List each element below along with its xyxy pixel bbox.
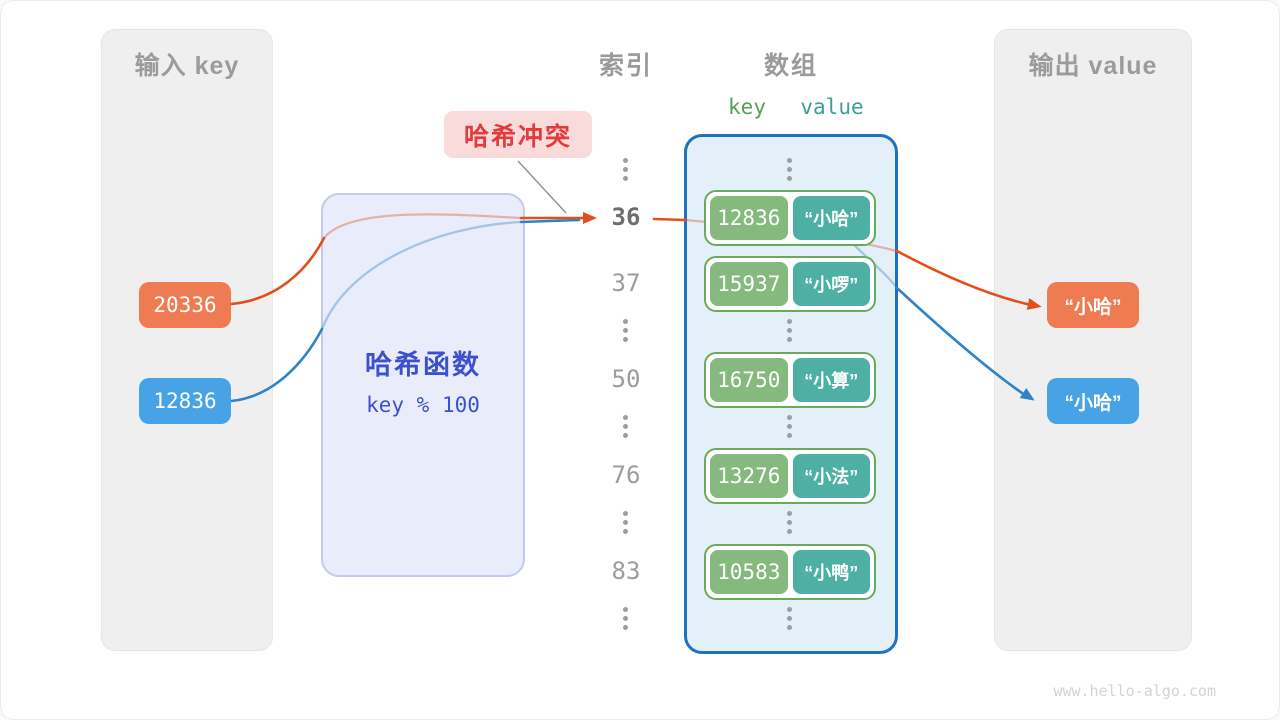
pair-value: “小啰” bbox=[792, 262, 870, 306]
output-panel: 输出 value bbox=[994, 29, 1192, 651]
collision-pointer-line bbox=[517, 160, 567, 214]
index-36: 36 bbox=[611, 203, 641, 231]
array-ellipsis-1 bbox=[787, 319, 792, 342]
index-37: 37 bbox=[611, 269, 641, 297]
index-ellipsis-top bbox=[623, 158, 628, 181]
array-ellipsis-bottom bbox=[787, 607, 792, 630]
array-ellipsis-3 bbox=[787, 511, 792, 534]
array-column-header: 数组 bbox=[763, 52, 818, 80]
index-50: 50 bbox=[611, 365, 641, 393]
input-key-12836: 12836 bbox=[139, 378, 231, 424]
index-ellipsis-bottom bbox=[623, 607, 628, 630]
pair-key: 12836 bbox=[710, 196, 788, 240]
key-header: key bbox=[728, 95, 766, 119]
pair-key: 15937 bbox=[710, 262, 788, 306]
input-panel: 输入 key bbox=[101, 29, 273, 651]
index-83: 83 bbox=[611, 557, 641, 585]
hash-function-box: 哈希函数 key % 100 bbox=[321, 193, 525, 577]
value-header: value bbox=[800, 95, 864, 119]
hash-function-formula: key % 100 bbox=[366, 393, 480, 417]
pair-key: 10583 bbox=[710, 550, 788, 594]
hash-function-name: 哈希函数 bbox=[365, 350, 481, 380]
pair-key: 16750 bbox=[710, 358, 788, 402]
index-ellipsis-2 bbox=[623, 415, 628, 438]
hash-collision-label: 哈希冲突 bbox=[444, 111, 592, 158]
pair-value: “小鸭” bbox=[792, 550, 870, 594]
array-ellipsis-2 bbox=[787, 415, 792, 438]
pair-key: 13276 bbox=[710, 454, 788, 498]
index-ellipsis-3 bbox=[623, 511, 628, 534]
pair-value: “小算” bbox=[792, 358, 870, 402]
array-pair-row: 12836 “小哈” bbox=[704, 190, 876, 246]
index-ellipsis-1 bbox=[623, 319, 628, 342]
output-panel-title: 输出 value bbox=[1028, 52, 1158, 80]
index-76: 76 bbox=[611, 461, 641, 489]
input-panel-title: 输入 key bbox=[134, 52, 240, 80]
array-pair-row: 15937 “小啰” bbox=[704, 256, 876, 312]
output-value-orange: “小哈” bbox=[1047, 282, 1139, 328]
array-pair-row: 13276 “小法” bbox=[704, 448, 876, 504]
array-pair-row: 16750 “小算” bbox=[704, 352, 876, 408]
pair-value: “小法” bbox=[792, 454, 870, 498]
input-key-20336: 20336 bbox=[139, 282, 231, 328]
array-ellipsis-top bbox=[787, 158, 792, 181]
watermark: www.hello-algo.com bbox=[1053, 682, 1216, 700]
output-value-blue: “小哈” bbox=[1047, 378, 1139, 424]
array-pair-row: 10583 “小鸭” bbox=[704, 544, 876, 600]
pair-value: “小哈” bbox=[792, 196, 870, 240]
index-column-header: 索引 bbox=[598, 52, 653, 80]
arrow-blue-hash-to-index bbox=[519, 218, 581, 224]
